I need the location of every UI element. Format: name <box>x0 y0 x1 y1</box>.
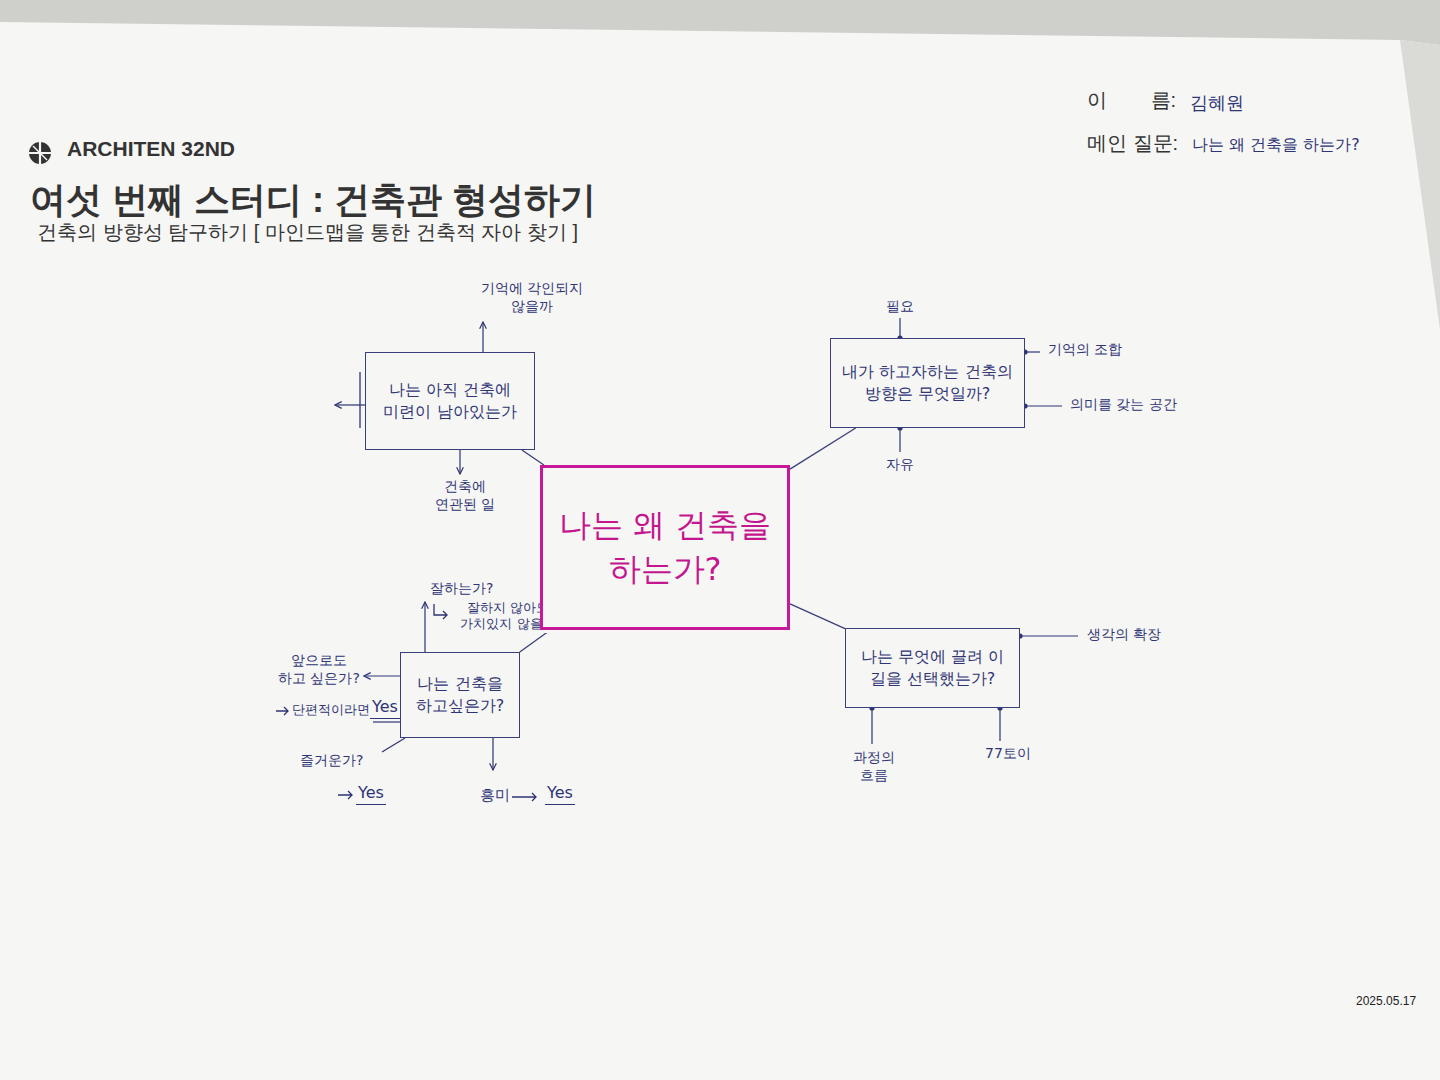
node-text: 나는 무엇에 끌려 이 길을 선택했는가? <box>854 646 1011 689</box>
brand-name: ARCHITEN 32ND <box>65 136 237 162</box>
field-label: 메인 질문: <box>1085 131 1180 156</box>
mindmap-note: 단편적이라면 <box>290 702 372 718</box>
table-edge <box>1400 40 1440 330</box>
question-box: 나는 무엇에 끌려 이 길을 선택했는가? <box>845 628 1020 708</box>
mindmap-note: 건축에 연관된 일 <box>425 478 505 513</box>
logo-icon <box>29 142 51 164</box>
mindmap-note: 과정의 흐름 <box>843 749 905 784</box>
table-edge <box>0 0 1440 45</box>
arrow-symbol <box>338 791 352 799</box>
mindmap-note: 77토이 <box>983 745 1033 763</box>
arrow-symbol <box>276 707 288 715</box>
leader-line <box>492 738 493 770</box>
leader-line <box>335 404 365 405</box>
leader-line <box>364 675 400 676</box>
mindmap-note: 필요 <box>884 298 916 316</box>
bracket-tick <box>359 372 360 428</box>
node-text: 나는 아직 건축에 미련이 남아있는가 <box>374 379 526 422</box>
leader-line <box>899 318 900 338</box>
leader-line <box>1025 405 1062 406</box>
leader-line <box>899 428 900 452</box>
leader-line <box>871 708 872 744</box>
sheet-title: 여섯 번째 스터디 : 건축관 형성하기 <box>30 176 596 225</box>
answer-note: Yes <box>370 697 400 719</box>
node-text: 나는 건축을 하고싶은가? <box>409 673 511 716</box>
mindmap-note: 앞으로도 하고 싶은가? <box>276 652 362 687</box>
question-box: 나는 건축을 하고싶은가? <box>400 652 520 738</box>
leader-line <box>373 721 400 722</box>
leader-line <box>459 450 460 474</box>
answer-note: Yes <box>356 783 386 805</box>
question-box: 나는 아직 건축에 미련이 남아있는가 <box>365 352 535 450</box>
mindmap-branch <box>520 630 551 652</box>
arrow-symbol <box>512 793 536 801</box>
handwritten-name: 김혜원 <box>1188 92 1246 115</box>
field-label: 이 름: <box>1085 88 1178 113</box>
mindmap-note: 생각의 확장 <box>1085 626 1163 644</box>
mindmap-note: 자유 <box>884 456 916 474</box>
leader-lines <box>335 318 1078 770</box>
node-text: 나는 왜 건축을 하는가? <box>555 504 775 590</box>
leader-line <box>999 708 1000 741</box>
mindmap-note: 흥미 <box>478 786 512 805</box>
handwritten-question: 나는 왜 건축을 하는가? <box>1190 135 1362 155</box>
leader-line <box>1020 635 1078 636</box>
node-text: 내가 하고자하는 건축의 방향은 무엇일까? <box>839 361 1016 404</box>
leader-line <box>424 602 425 652</box>
hook-arrow <box>434 604 447 619</box>
mindmap-note: 의미를 갖는 공간 <box>1068 396 1179 414</box>
mindmap-note: 즐거운가? <box>298 752 365 770</box>
answer-note: Yes <box>545 783 575 805</box>
central-question-box: 나는 왜 건축을 하는가? <box>540 465 790 630</box>
mindmap-note: 기억의 조합 <box>1046 341 1124 359</box>
mindmap-branch <box>522 450 544 465</box>
mindmap-branch <box>790 604 845 629</box>
mindmap-branch <box>790 428 856 469</box>
leader-line <box>482 322 483 352</box>
mindmap-note: 잘하는가? <box>428 580 495 598</box>
mindmap-note: 기억에 각인되지 않을까 <box>465 280 599 315</box>
date-stamp: 2025.05.17 <box>1354 994 1418 1009</box>
question-box: 내가 하고자하는 건축의 방향은 무엇일까? <box>830 338 1025 428</box>
leader-line <box>382 738 405 752</box>
subtitle: 건축의 방향성 탐구하기 [ 마인드맵을 통한 건축적 자아 찾기 ] <box>35 220 580 245</box>
